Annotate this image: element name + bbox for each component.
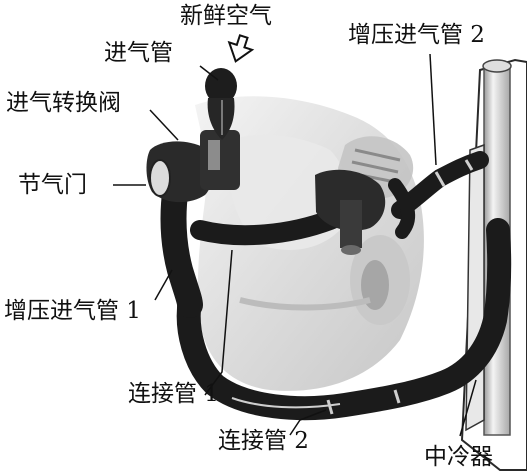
- label-fresh-air: 新鲜空气: [180, 3, 272, 29]
- turbo-housing: [315, 169, 386, 255]
- leader-lines: [113, 53, 477, 437]
- label-boost-intake-pipe-1: 增压进气管 1: [4, 298, 141, 324]
- label-intake-switch-valve: 进气转换阀: [6, 90, 121, 116]
- throttle-body: [146, 130, 240, 203]
- label-intake-pipe: 进气管: [104, 40, 173, 66]
- label-connecting-pipe-1: 连接管 1: [128, 381, 219, 407]
- label-throttle: 节气门: [18, 172, 87, 198]
- label-boost-intake-pipe-2: 增压进气管 2: [348, 22, 485, 48]
- label-connecting-pipe-2: 连接管 2: [218, 428, 309, 454]
- intake-pipe-body: [205, 68, 237, 140]
- fresh-air-arrow-icon: [227, 34, 255, 63]
- label-intercooler: 中冷器: [424, 444, 493, 470]
